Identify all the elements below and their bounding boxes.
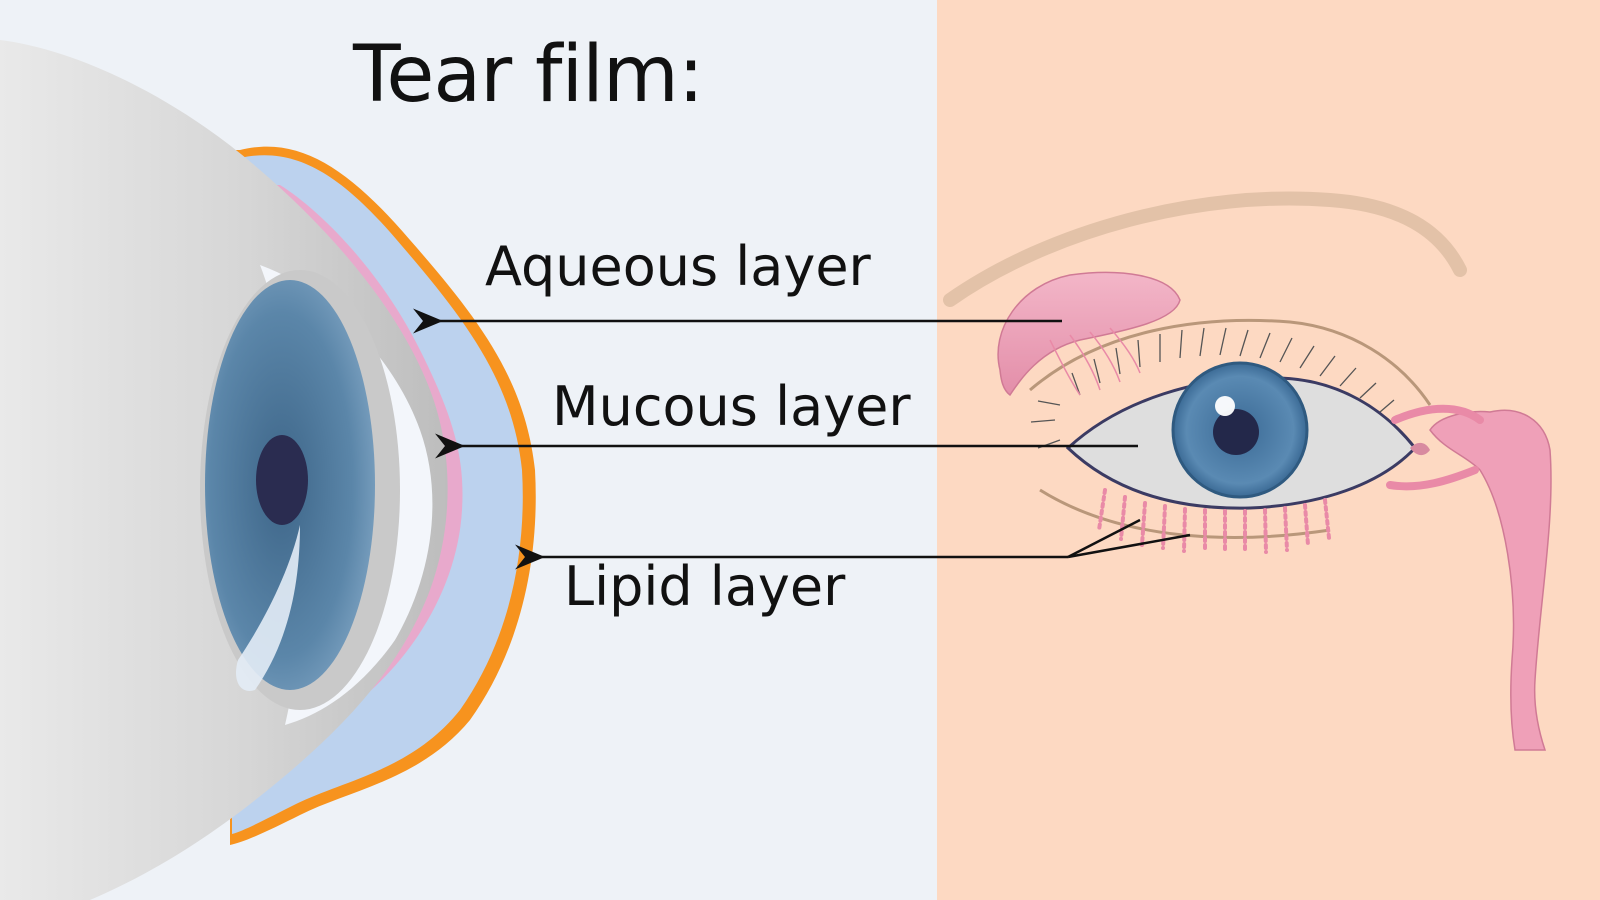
eyelashes (1030, 327, 1395, 449)
iris-highlight (235, 525, 300, 691)
aqueous-layer-label: Aqueous layer (485, 235, 871, 298)
diagram-title: Tear film: (353, 30, 704, 120)
lower-lid (1039, 488, 1331, 539)
pupil-frontal (1213, 409, 1259, 455)
meibomian-glands (1097, 488, 1331, 555)
eye-cross-section (0, 40, 536, 900)
nasolacrimal-duct (1429, 409, 1552, 751)
eye-highlight (1215, 396, 1235, 416)
lacrimal-gland (997, 271, 1181, 397)
eyebrow (943, 191, 1467, 307)
mucous-layer-label: Mucous layer (552, 375, 911, 438)
lacrimal-canaliculi (1386, 404, 1484, 491)
pupil (256, 435, 308, 525)
lacrimal-ducts (1049, 327, 1141, 396)
lipid-branch-upper (1067, 518, 1141, 559)
lipid-branch-lower (1067, 533, 1191, 559)
tear-duct (1410, 442, 1430, 456)
lipid-layer-label: Lipid layer (564, 555, 846, 618)
leader-lines (413, 308, 1191, 570)
frontal-eye-illustration (943, 191, 1552, 751)
upper-lid (1029, 318, 1432, 406)
